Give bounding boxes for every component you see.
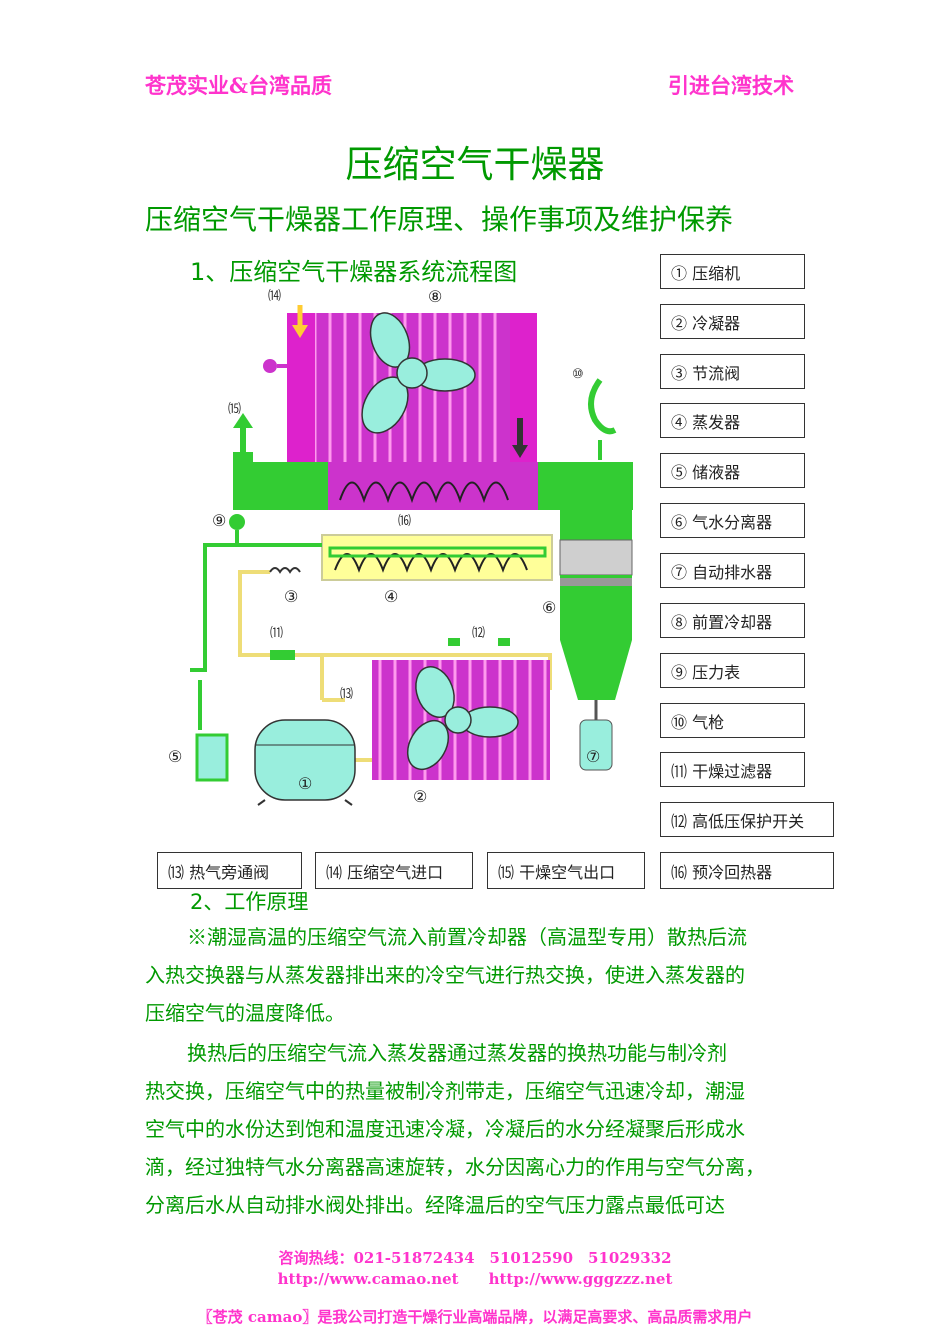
label-n1: ① [298,774,312,793]
legend-item: ⑧ 前置冷却器 [660,603,805,638]
paragraph-line: 压缩空气的温度降低。 [145,1001,345,1025]
legend-item: ⒂ 干燥空气出口 [487,852,645,889]
legend-item: ⑤ 储液器 [660,453,805,488]
paragraph-2: 换热后的压缩空气流入蒸发器通过蒸发器的换热功能与制冷剂 热交换，压缩空气中的热量… [145,1034,810,1224]
label-n2: ② [413,787,427,806]
label-n15: ⒂ [228,402,241,417]
label-n5: ⑤ [168,747,182,766]
label-n11: ⑾ [270,626,283,641]
legend-item: ⒃ 预冷回热器 [660,852,834,889]
paragraph-line: 换热后的压缩空气流入蒸发器通过蒸发器的换热功能与制冷剂 [187,1041,727,1065]
label-n3: ③ [284,587,298,606]
legend-item: ⑿ 高低压保护开关 [660,802,834,837]
footer-hotline: 咨询热线：021-51872434 51012590 51029332 [278,1249,672,1267]
section-heading-flowchart: 1、压缩空气干燥器系统流程图 [190,258,518,286]
label-n7: ⑦ [586,747,600,766]
legend-item: ⑩ 气枪 [660,703,805,738]
paragraph-line: 分离后水从自动排水阀处排出。经降温后的空气压力露点最低可达 [145,1193,725,1217]
header-left: 苍茂实业&台湾品质 [145,73,332,98]
label-n8: ⑧ [428,287,442,306]
legend-item: ③ 节流阀 [660,354,805,389]
page-subtitle: 压缩空气干燥器工作原理、操作事项及维护保养 [145,203,734,236]
paragraph-line: 热交换，压缩空气中的热量被制冷剂带走，压缩空气迅速冷却，潮湿 [145,1079,745,1103]
legend-item: ④ 蒸发器 [660,403,805,438]
header-right: 引进台湾技术 [668,73,794,98]
paragraph-1: ※潮湿高温的压缩空气流入前置冷却器（高温型专用）散热后流 入热交换器与从蒸发器排… [145,918,810,1032]
label-n4: ④ [384,587,398,606]
paragraph-line: ※潮湿高温的压缩空气流入前置冷却器（高温型专用）散热后流 [187,925,747,949]
label-n9: ⑨ [212,511,226,530]
footer-slogan: 〖苍茂 camao〗是我公司打造干燥行业高端品牌，以满足高要求、高品质需求用户 [197,1308,753,1326]
paragraph-line: 入热交换器与从蒸发器排出来的冷空气进行热交换，使进入蒸发器的 [145,963,745,987]
paragraph-line: 滴，经过独特气水分离器高速旋转，水分因离心力的作用与空气分离， [145,1155,765,1179]
label-n14: ⒁ [268,289,281,304]
footer-urls: http://www.camao.net http://www.gggzzz.n… [277,1270,673,1288]
label-n12: ⑿ [472,626,485,641]
label-n10: ⑩ [572,367,584,382]
label-n6: ⑥ [542,598,556,617]
legend-item: ⒁ 压缩空气进口 [315,852,473,889]
section-heading-principle: 2、工作原理 [190,890,309,914]
legend-item: ② 冷凝器 [660,304,805,339]
legend-item: ⑥ 气水分离器 [660,503,805,538]
label-n16: ⒃ [398,514,411,529]
legend-item: ⑾ 干燥过滤器 [660,752,805,787]
legend-item: ⑦ 自动排水器 [660,553,805,588]
legend-item: ⑨ 压力表 [660,653,805,688]
paragraph-line: 空气中的水份达到饱和温度迅速冷凝，冷凝后的水分经凝聚后形成水 [145,1117,745,1141]
legend-item: ① 压缩机 [660,254,805,289]
legend-item: ⒀ 热气旁通阀 [157,852,302,889]
label-n13: ⒀ [340,687,353,702]
page-title: 压缩空气干燥器 [345,143,605,186]
